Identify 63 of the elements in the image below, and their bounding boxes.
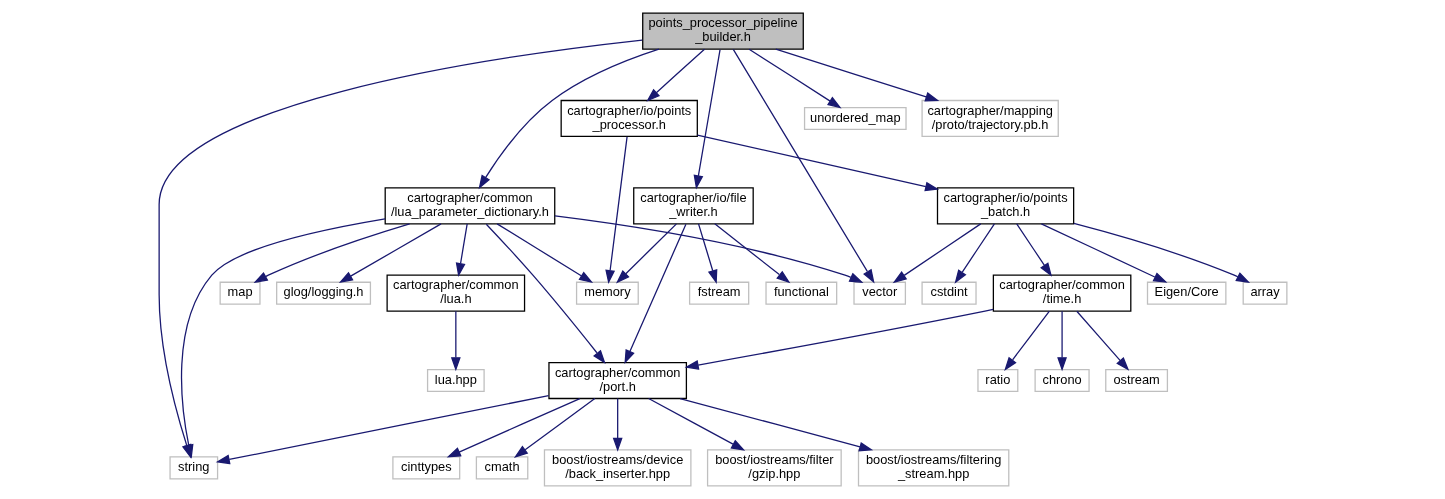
arrow	[647, 397, 745, 451]
arrow	[892, 223, 981, 284]
arrow	[684, 308, 994, 370]
arrow	[604, 136, 628, 285]
node-box: memory	[575, 281, 639, 305]
node-box: chrono	[1033, 368, 1090, 393]
arrow	[1056, 310, 1067, 372]
node-box: map	[219, 281, 261, 305]
arrow	[697, 223, 717, 284]
node-box: cartographer/common /port.h	[547, 361, 687, 400]
node-box: cartographer/io/points _batch.h	[936, 187, 1074, 225]
arrow	[713, 223, 790, 284]
arrow	[615, 223, 677, 284]
node-box: lua.hpp	[426, 368, 485, 393]
arrow	[774, 48, 939, 102]
node-box: boost/iostreams/filtering _stream.hpp	[857, 449, 1009, 487]
node-box: cinttypes	[391, 456, 460, 480]
arrow	[455, 223, 468, 278]
arrow	[215, 394, 549, 465]
arrow	[678, 397, 873, 452]
node-box: boost/iostreams/device /back_inserter.hpp	[543, 449, 692, 487]
node-box: glog/logging.h	[275, 281, 371, 305]
arrow	[732, 48, 875, 284]
arrow	[696, 134, 939, 192]
arrow	[1015, 223, 1052, 277]
node-box: vector	[852, 281, 906, 305]
arrow	[496, 223, 593, 284]
node-box: ratio	[976, 368, 1018, 393]
node-box: unordered_map	[803, 106, 907, 131]
arrow	[338, 223, 442, 284]
arrow	[623, 223, 687, 364]
node-box: array	[1242, 281, 1287, 305]
node-box: points_processor_pipeline _builder.h	[641, 12, 804, 50]
arrow	[645, 48, 705, 102]
node-box: cartographer/common /time.h	[992, 274, 1131, 312]
arrow	[954, 223, 995, 284]
node-box: cstdint	[920, 281, 977, 305]
node-box: Eigen/Core	[1146, 281, 1226, 305]
arrow	[1040, 223, 1167, 283]
arrow	[1003, 310, 1050, 371]
arrow	[1075, 310, 1129, 371]
arrow	[748, 48, 842, 109]
arrow	[553, 215, 863, 283]
node-box: ostream	[1104, 368, 1168, 393]
node-box: cartographer/io/points _processor.h	[560, 99, 698, 138]
arrow	[485, 223, 606, 364]
arrow	[693, 48, 721, 190]
node-box: cartographer/io/file _writer.h	[632, 187, 754, 225]
arrow	[478, 48, 660, 190]
arrow	[450, 310, 461, 372]
node-box: string	[168, 456, 218, 480]
node-box: fstream	[688, 281, 749, 305]
arrow	[253, 223, 410, 284]
node-box: cmath	[475, 456, 528, 480]
arrow	[446, 397, 580, 458]
node-box: cartographer/common /lua.h	[386, 274, 525, 312]
node-box: cartographer/common /lua_parameter_dictionary.h	[384, 187, 555, 225]
arrow	[612, 397, 623, 452]
arrow	[1072, 222, 1250, 283]
node-box: boost/iostreams/filter /gzip.hpp	[706, 449, 842, 487]
node-box: functional	[764, 281, 837, 305]
node-box: cartographer/mapping /proto/trajectory.pb.h	[920, 99, 1059, 138]
arrow	[513, 397, 595, 458]
